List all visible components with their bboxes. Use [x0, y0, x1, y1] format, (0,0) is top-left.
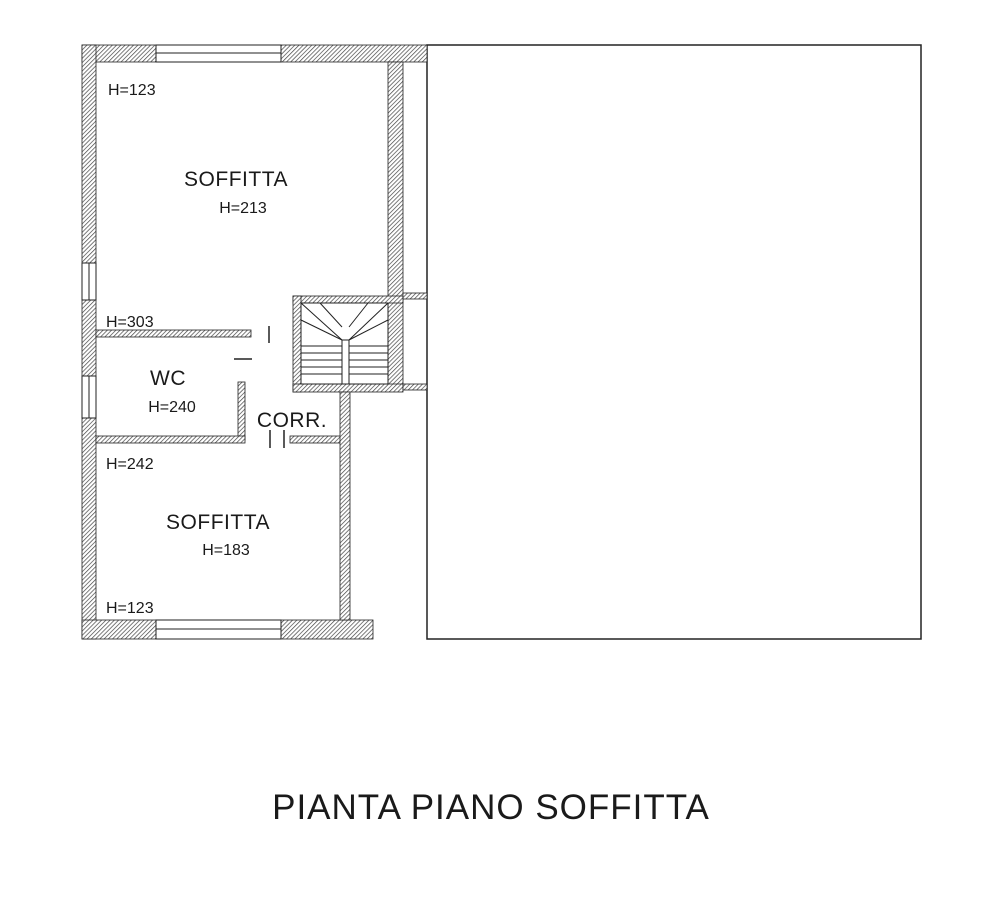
staircase	[300, 302, 389, 385]
room-name-wc: WC	[150, 367, 186, 390]
height-mark-mid-lower: H=242	[106, 456, 154, 473]
room-height-soffitta-bottom: H=183	[202, 542, 250, 559]
room-height-wc: H=240	[148, 399, 196, 416]
plan-title: PIANTA PIANO SOFFITTA	[272, 788, 710, 827]
adjacent-unit-outline	[426, 44, 922, 640]
exterior-walls	[81, 44, 428, 640]
height-mark-mid-upper: H=303	[106, 314, 154, 331]
room-name-soffitta-top: SOFFITTA	[184, 168, 288, 191]
interior-walls	[95, 61, 428, 621]
room-height-soffitta-top: H=213	[219, 200, 267, 217]
windows	[81, 44, 282, 640]
room-name-corridor: CORR.	[257, 409, 327, 432]
door-openings	[234, 326, 285, 448]
room-name-soffitta-bottom: SOFFITTA	[166, 511, 270, 534]
height-mark-top-left: H=123	[108, 82, 156, 99]
height-mark-bottom-left: H=123	[106, 600, 154, 617]
